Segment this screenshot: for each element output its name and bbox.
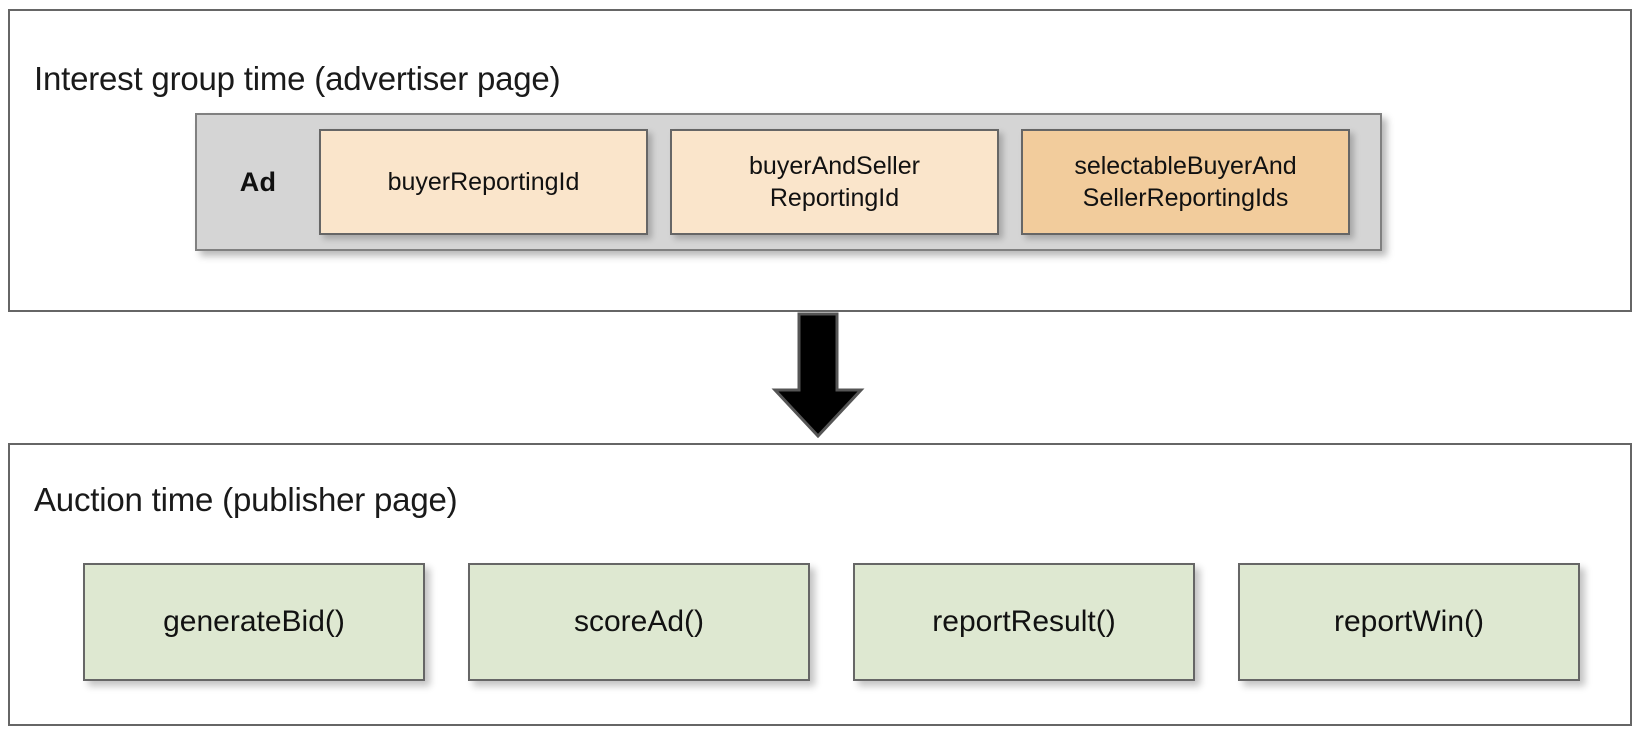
reporting-id-label-line-1: selectableBuyerAnd bbox=[1074, 152, 1297, 180]
function-box-generate-bid[interactable]: generateBid() bbox=[83, 563, 425, 681]
function-box-label: reportWin() bbox=[1333, 605, 1484, 638]
reporting-id-box-selectable-buyer-and-seller-reporting-ids[interactable]: selectableBuyerAnd SellerReportingIds bbox=[1021, 129, 1350, 235]
ad-container: Ad buyerReportingId buyerAndSeller Repor… bbox=[195, 113, 1382, 251]
panel-interest-group-time: Interest group time (advertiser page) Ad… bbox=[8, 9, 1632, 312]
reporting-id-label: buyerAndSeller ReportingId bbox=[749, 150, 920, 214]
function-box-report-win[interactable]: reportWin() bbox=[1238, 563, 1580, 681]
reporting-id-label: selectableBuyerAnd SellerReportingIds bbox=[1074, 150, 1296, 214]
function-box-label: generateBid() bbox=[163, 605, 345, 638]
function-box-label: reportResult() bbox=[932, 605, 1116, 638]
panel-title-auction-time: Auction time (publisher page) bbox=[34, 481, 458, 519]
reporting-id-box-buyer-and-seller-reporting-id[interactable]: buyerAndSeller ReportingId bbox=[670, 129, 999, 235]
reporting-id-label-line-2: SellerReportingIds bbox=[1082, 184, 1289, 212]
down-arrow-glyph bbox=[771, 312, 865, 439]
down-arrow-icon bbox=[757, 312, 879, 439]
panel-auction-time: Auction time (publisher page) generateBi… bbox=[8, 443, 1632, 726]
reporting-id-label-line-2: ReportingId bbox=[769, 184, 900, 212]
reporting-id-label: buyerReportingId bbox=[387, 168, 580, 196]
ad-label: Ad bbox=[239, 166, 277, 197]
reporting-id-label-line-1: buyerAndSeller bbox=[749, 152, 920, 180]
function-box-label: scoreAd() bbox=[573, 605, 705, 638]
reporting-id-box-buyer-reporting-id[interactable]: buyerReportingId bbox=[319, 129, 648, 235]
function-box-score-ad[interactable]: scoreAd() bbox=[468, 563, 810, 681]
function-box-report-result[interactable]: reportResult() bbox=[853, 563, 1195, 681]
panel-title-interest-group-time: Interest group time (advertiser page) bbox=[34, 60, 561, 98]
